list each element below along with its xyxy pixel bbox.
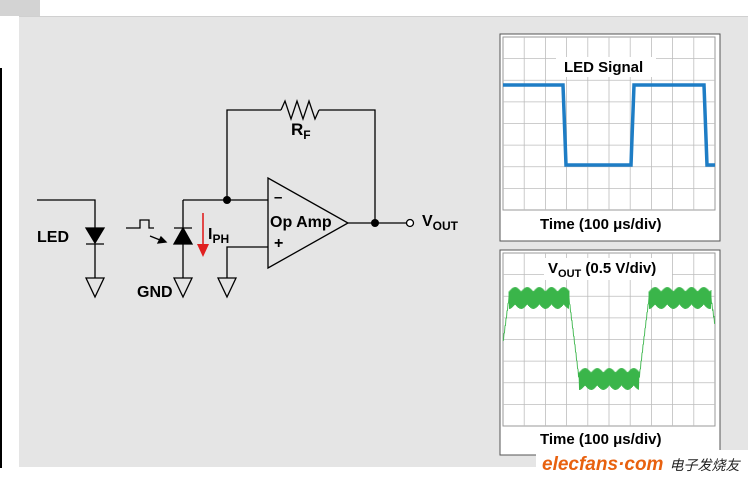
light-arrow-head: [156, 235, 168, 244]
vout-label: VOUT: [422, 213, 459, 233]
plus-input-wire: [226, 246, 268, 278]
vout-noise-trace: [502, 286, 716, 391]
feedback-wire-right: [319, 109, 376, 223]
rf-label-sub: F: [303, 128, 311, 142]
gnd-label: GND: [137, 284, 173, 301]
top-strip: [0, 0, 752, 16]
led-label: LED: [37, 229, 69, 246]
iph-label: IPH: [208, 226, 230, 246]
scope2-title-bg: [544, 258, 672, 280]
opamp-label: Op Amp: [270, 214, 332, 231]
plus-ground-icon: [216, 277, 238, 299]
scope2-title-sub: OUT: [558, 268, 582, 280]
panel-border: [19, 16, 748, 17]
light-pulse-icon: [126, 219, 154, 229]
feedback-node-dot: [223, 196, 231, 204]
rf-label-main: R: [291, 120, 304, 139]
iph-label-main: I: [208, 226, 213, 243]
led-ground-icon: [84, 277, 106, 299]
feedback-wire-left: [226, 109, 281, 200]
vout-terminal: [405, 218, 415, 228]
scope2-xlabel: Time (100 μs/div): [540, 431, 662, 448]
watermark-cn: 电子发烧友: [669, 457, 740, 473]
scope2-title-rest: (0.5 V/div): [581, 260, 657, 277]
opamp-triangle: [267, 176, 350, 270]
scope1-xlabel: Time (100 μs/div): [540, 216, 662, 233]
rf-label: RF: [291, 120, 311, 142]
left-edge-line: [0, 68, 2, 468]
vout-label-sub: OUT: [432, 219, 459, 233]
watermark: elecfans·com 电子发烧友: [536, 450, 748, 480]
scope2-title: VOUT (0.5 V/div): [548, 260, 657, 280]
iph-arrow-head: [197, 244, 209, 257]
scope2-title-main: V: [548, 260, 559, 277]
iph-label-sub: PH: [212, 232, 230, 246]
rf-resistor: [280, 98, 320, 122]
led-diode-symbol: [84, 227, 106, 245]
minus-input-label: –: [274, 189, 283, 206]
scope1-title: LED Signal: [564, 59, 644, 76]
plus-input-label: +: [274, 235, 284, 252]
vout-trace: [502, 286, 716, 391]
watermark-brand: elecfans·com: [542, 454, 664, 475]
top-left-tab: [0, 0, 40, 16]
led-wire: [37, 199, 96, 228]
output-node-dot: [371, 219, 379, 227]
led-signal-trace: [503, 83, 715, 167]
vout-label-main: V: [422, 213, 433, 230]
photodiode-ground-icon: [172, 277, 194, 299]
scope1-title-bg: [556, 57, 656, 77]
